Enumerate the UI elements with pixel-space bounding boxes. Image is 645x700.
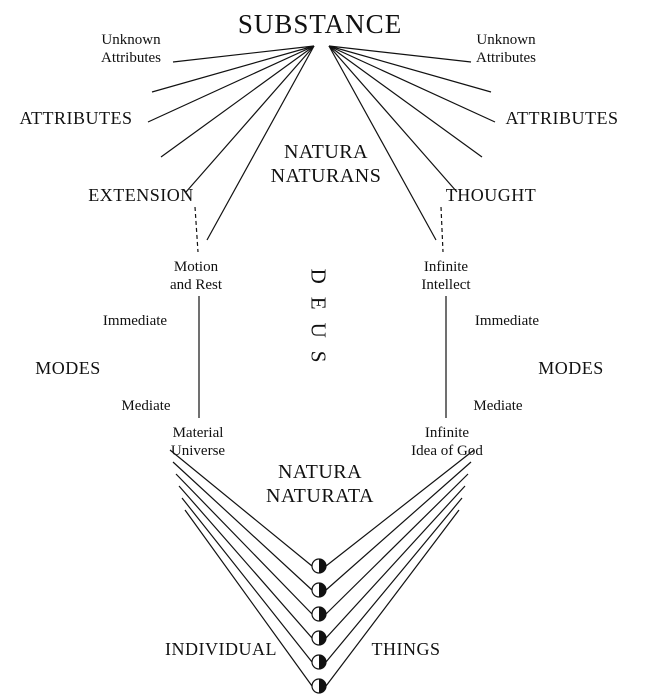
infinite-intellect-label: Infinite Intellect (421, 258, 470, 295)
immediate-right-label: Immediate (474, 313, 540, 329)
infinite-intellect-line1: Infinite (423, 259, 469, 275)
natura-naturata-label: NATURA NATURATA (266, 460, 374, 509)
natura-naturans-label: NATURA NATURANS (271, 140, 382, 189)
natura-naturans-line2: NATURANS (270, 165, 382, 188)
material-universe-line2: Universe (170, 443, 226, 460)
immediate-left-label: Immediate (102, 313, 168, 329)
deus-label: DEUS (306, 268, 331, 376)
substance-label: SUBSTANCE (237, 9, 403, 39)
unknown-attributes-left-line2: Attributes (101, 50, 161, 67)
infinite-idea-of-god-line1: Infinite (424, 425, 470, 441)
attributes-left-label: ATTRIBUTES (19, 108, 133, 128)
mediate-left-label: Mediate (121, 398, 171, 414)
motion-and-rest-label: Motion and Rest (170, 258, 222, 295)
natura-naturata-line1: NATURA (277, 461, 363, 483)
motion-and-rest-line2: and Rest (169, 277, 223, 294)
dashed-connectors (194, 206, 444, 253)
motion-and-rest-line1: Motion (173, 259, 219, 275)
modes-right-label: MODES (538, 358, 604, 378)
natura-naturans-line1: NATURA (283, 141, 369, 163)
infinite-idea-of-god-line2: Idea of God (411, 443, 483, 460)
thing-node (311, 582, 327, 598)
unknown-attributes-right-line1: Unknown (476, 32, 536, 48)
individual-things-nodes (311, 558, 327, 694)
thing-node (311, 630, 327, 646)
thing-node (311, 678, 327, 694)
things-fan-right (325, 449, 475, 687)
things-fan-left (169, 449, 313, 687)
natura-naturata-line2: NATURATA (266, 485, 374, 508)
thought-label: THOUGHT (445, 185, 537, 205)
unknown-attributes-left-label: Unknown Attributes (101, 31, 161, 68)
modes-left-label: MODES (35, 358, 101, 378)
extension-label: EXTENSION (88, 185, 194, 205)
thing-node (311, 606, 327, 622)
mediate-right-label: Mediate (473, 398, 523, 414)
infinite-idea-of-god-label: Infinite Idea of God (411, 424, 483, 461)
infinite-intellect-line2: Intellect (421, 277, 471, 294)
mode-chain-lines (198, 296, 447, 418)
thing-node (311, 558, 327, 574)
substance-fan-right (328, 45, 496, 241)
attributes-right-label: ATTRIBUTES (505, 108, 619, 128)
substance-fan-left (147, 45, 315, 241)
unknown-attributes-left-line1: Unknown (101, 32, 161, 48)
material-universe-line1: Material (172, 425, 224, 441)
thing-node (311, 654, 327, 670)
unknown-attributes-right-label: Unknown Attributes (476, 31, 536, 68)
individual-label: INDIVIDUAL (165, 639, 277, 659)
unknown-attributes-right-line2: Attributes (476, 50, 536, 67)
things-label: THINGS (371, 639, 441, 659)
material-universe-label: Material Universe (171, 424, 225, 461)
